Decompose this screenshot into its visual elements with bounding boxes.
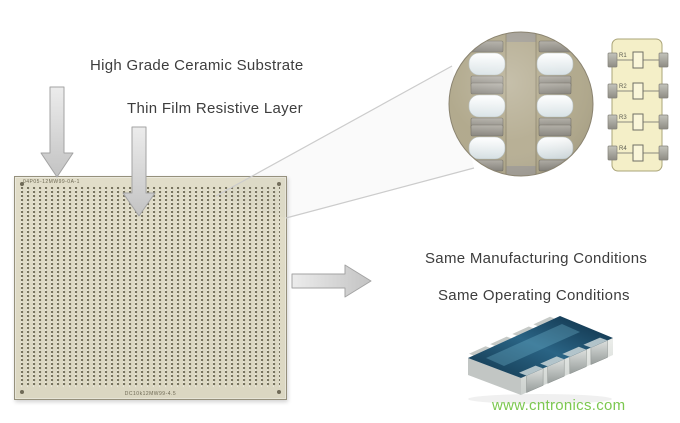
watermark: www.cntronics.com [492,397,626,414]
panel-top-marking: 04P05-12MW99-0A-1 [23,179,80,185]
arrow-right-icon [291,264,372,298]
chip-terminals [526,340,608,393]
chip-top-face [468,316,613,378]
magnifier-inset [448,31,594,177]
thin-film-label: Thin Film Resistive Layer [127,100,303,117]
resistor-label: R1 [619,53,627,59]
resistor-label: R4 [619,146,627,152]
magnifier-rim [448,31,594,177]
tooling-hole [20,390,24,394]
schematic-wires [617,59,659,154]
chip-castellations [519,337,608,376]
operating-label: Same Operating Conditions [438,287,630,304]
manufacturing-label: Same Manufacturing Conditions [425,250,648,267]
ceramic-substrate-panel: 04P05-12MW99-0A-1 DC10k12MW99-4.5 [14,176,287,400]
schematic-resistors [632,51,644,162]
arrow-down-substrate-icon [40,86,74,178]
chip-array-render [468,316,613,404]
tooling-hole [20,182,24,186]
chip-shadow [468,394,612,404]
chip-front-face [521,338,613,395]
chip-left-face [468,358,521,395]
resistor-array-schematic: R1 R2 R3 R4 [607,38,669,172]
chip-top-gloss [486,324,580,366]
tooling-hole [277,182,281,186]
panel-chip-grid [21,187,280,387]
tooling-hole [277,390,281,394]
panel-bottom-marking: DC10k12MW99-4.5 [124,391,177,397]
substrate-label: High Grade Ceramic Substrate [90,57,304,74]
resistor-label: R2 [619,84,627,90]
resistor-label: R3 [619,115,627,121]
zoom-cone-line-bottom [285,167,475,219]
schematic-pads [607,52,669,161]
chip-back-terminals [469,316,555,356]
schematic-body [611,38,663,172]
